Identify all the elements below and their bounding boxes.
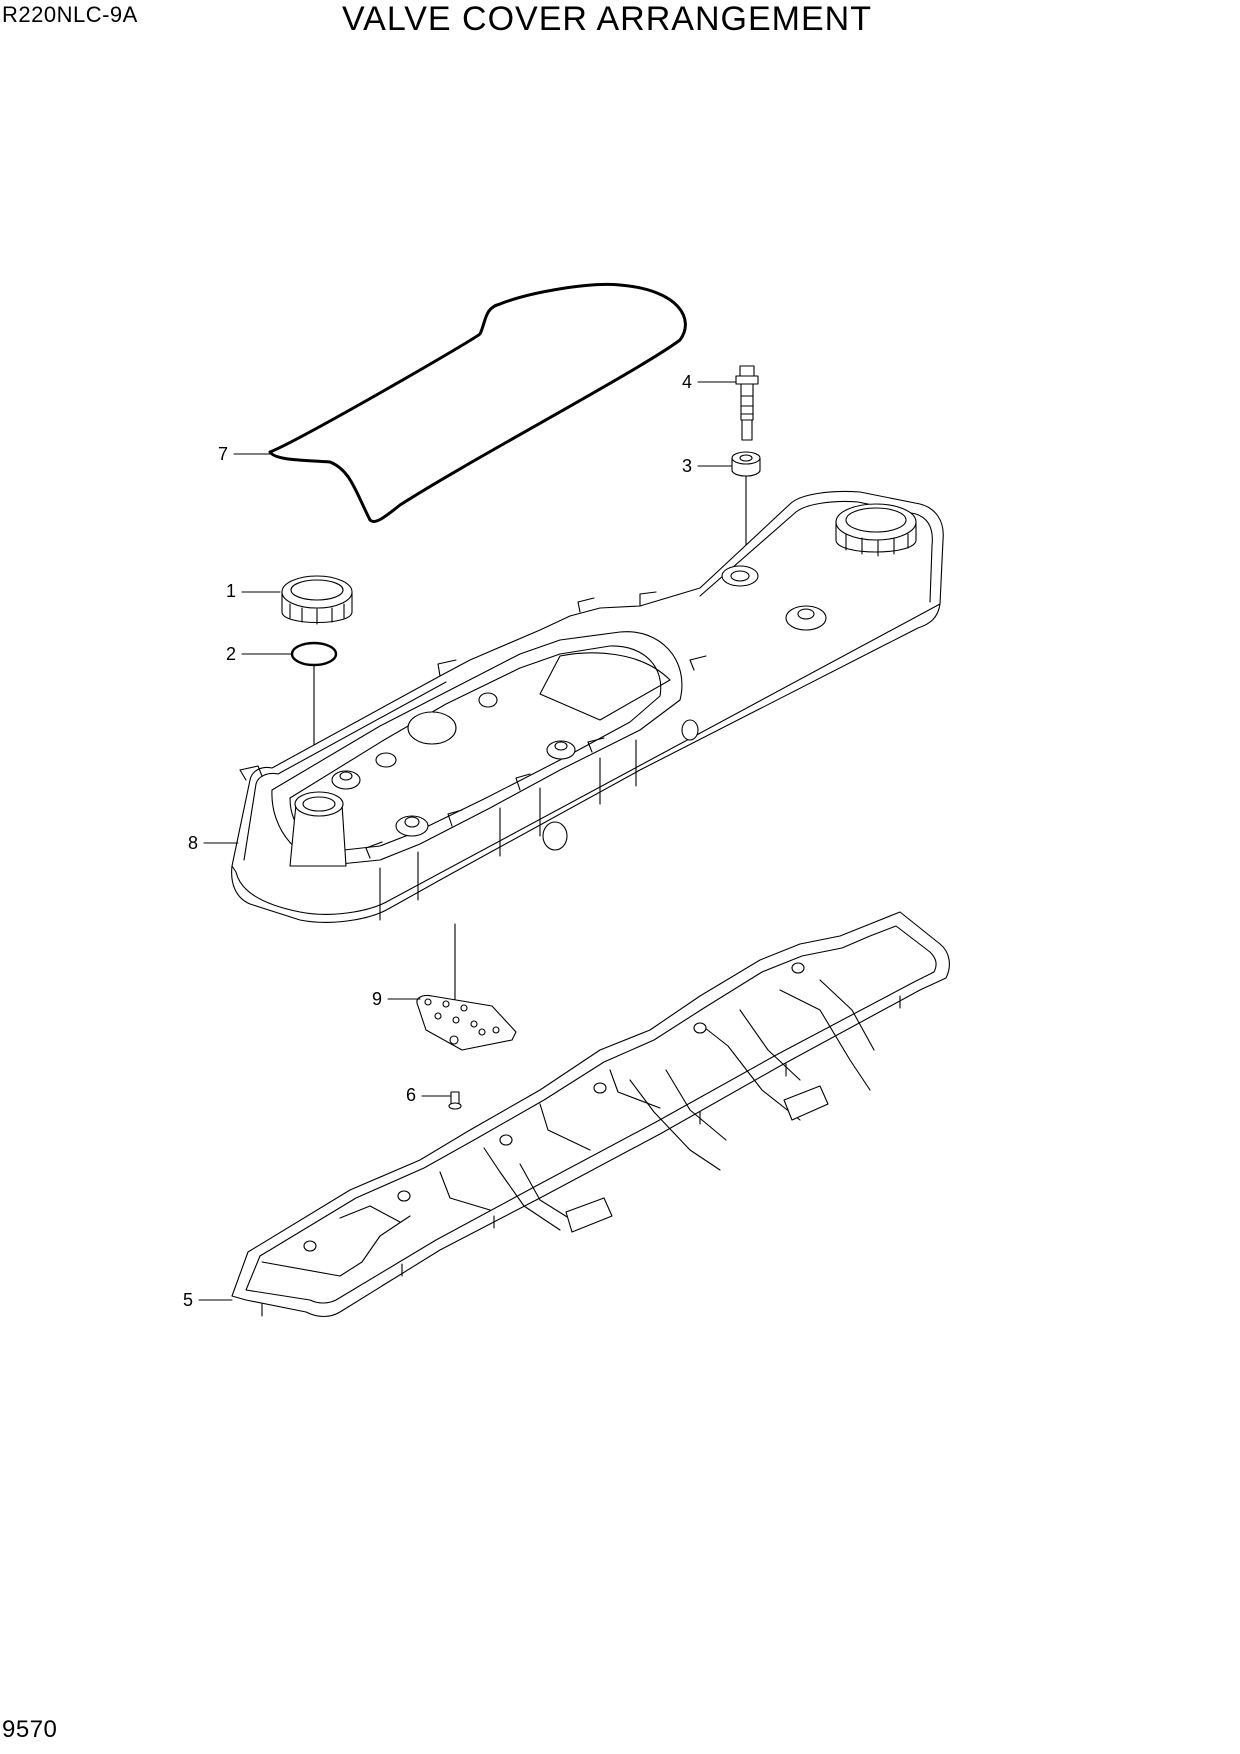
svg-text:8: 8 <box>188 833 198 853</box>
callout-1: 1 <box>226 581 281 601</box>
part-3-grommet <box>731 451 761 477</box>
part-9-shield-plate <box>416 994 517 1051</box>
part-1-filler-cap <box>281 575 353 625</box>
callout-7: 7 <box>218 444 271 464</box>
page-title: VALVE COVER ARRANGEMENT <box>342 0 872 38</box>
callout-3: 3 <box>682 456 733 476</box>
svg-text:4: 4 <box>682 372 692 392</box>
callout-4: 4 <box>682 372 737 392</box>
svg-text:7: 7 <box>218 444 228 464</box>
page-number: 9570 <box>2 1716 58 1743</box>
model-code: R220NLC-9A <box>2 2 138 27</box>
callout-6: 6 <box>406 1085 451 1105</box>
part-7-cover-gasket <box>268 283 687 523</box>
part-6-screw <box>448 1091 462 1110</box>
callout-5: 5 <box>183 1290 233 1310</box>
svg-text:1: 1 <box>226 581 236 601</box>
svg-text:6: 6 <box>406 1085 416 1105</box>
part-2-o-ring <box>290 641 338 667</box>
svg-text:5: 5 <box>183 1290 193 1310</box>
part-5-lower-frame <box>231 911 950 1318</box>
callout-8: 8 <box>188 833 239 853</box>
svg-text:9: 9 <box>372 989 382 1009</box>
svg-text:3: 3 <box>682 456 692 476</box>
part-8-valve-cover <box>231 491 944 923</box>
callout-9: 9 <box>372 989 421 1009</box>
svg-text:2: 2 <box>226 644 236 664</box>
part-4-bolt <box>735 365 759 441</box>
callout-2: 2 <box>226 644 293 664</box>
